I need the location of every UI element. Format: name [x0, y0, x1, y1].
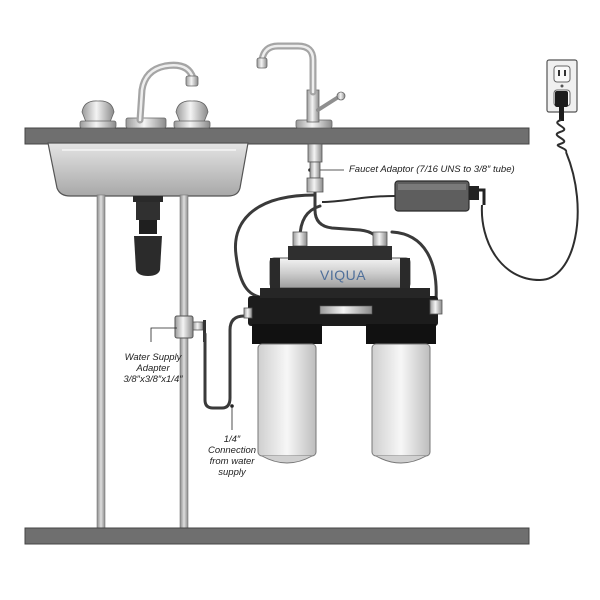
- brand-logo-text: VIQUA: [320, 267, 366, 283]
- sink-handle-right: [173, 100, 211, 129]
- connection-label: 1/4″ Connection from water supply: [190, 434, 274, 478]
- faucet-adaptor: [306, 143, 324, 193]
- connection-label-line: 1/4″: [223, 434, 241, 445]
- water-supply-adapter-label-line: Adapter: [136, 363, 170, 374]
- sink-handle-left: [79, 100, 117, 129]
- power-supply: [321, 180, 486, 212]
- connection-label-line: from water: [209, 456, 255, 467]
- power-plug: [555, 91, 568, 121]
- leader-dot: [230, 404, 234, 408]
- sink-basin: [47, 142, 249, 197]
- supply-pipe-left: [96, 194, 106, 530]
- sink-drain: [133, 196, 163, 276]
- tubing: [203, 188, 438, 410]
- water-supply-adapter-label-line: 3/8″x3/8″x1/4″: [123, 374, 183, 385]
- filter-faucet: [256, 42, 346, 129]
- countertop: [24, 127, 530, 145]
- cabinet-floor: [24, 527, 530, 545]
- water-supply-adapter-label-line: Water Supply: [124, 352, 182, 363]
- filter-housing-head: [243, 288, 443, 326]
- sink-faucet: [125, 61, 199, 129]
- connection-label-line: supply: [218, 467, 246, 478]
- uv-chamber: [269, 231, 411, 289]
- filter-bowl-right: [366, 324, 436, 464]
- water-supply-adapter-label: Water Supply Adapter 3/8″x3/8″x1/4″: [108, 352, 198, 385]
- power-cord: [480, 119, 579, 282]
- faucet-adaptor-label: Faucet Adaptor (7/16 UNS to 3/8″ tube): [349, 164, 515, 175]
- connection-label-line: Connection: [207, 445, 257, 456]
- water-supply-adapter: [174, 315, 206, 342]
- filter-bowl-left: [252, 324, 322, 464]
